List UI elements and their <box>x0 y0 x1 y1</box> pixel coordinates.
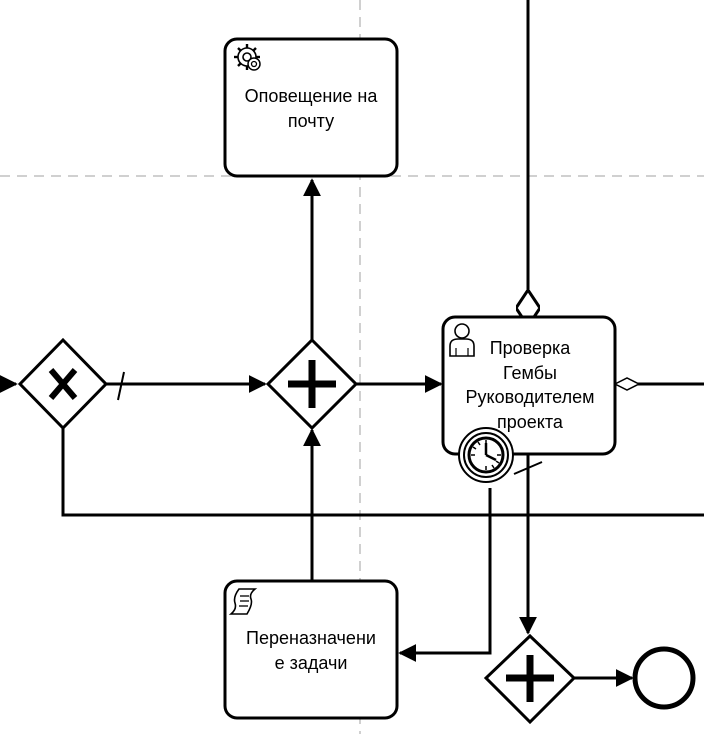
script-icon <box>228 588 258 615</box>
default-flow-slash <box>117 371 125 401</box>
plus-icon <box>288 360 336 408</box>
x-icon <box>48 368 78 400</box>
gateway-parallel-join[interactable] <box>483 633 577 725</box>
gateway-exclusive[interactable] <box>17 337 109 431</box>
conditional-diamond-marker <box>613 377 641 391</box>
task-notify-box[interactable] <box>223 37 399 178</box>
task-review-label-line4: проекта <box>497 412 564 432</box>
sequence-flows <box>0 0 704 687</box>
task-reassign-box[interactable] <box>223 579 399 720</box>
task-review[interactable]: Проверка Гембы Руководителем проекта <box>441 315 617 456</box>
task-review-label-line3: Руководителем <box>466 387 595 407</box>
flow-timer-to-reassign[interactable] <box>398 488 492 662</box>
task-notify-label-line1: Оповещение на <box>245 86 379 106</box>
task-review-label-line2: Гембы <box>503 363 557 383</box>
task-review-box[interactable] <box>441 315 617 456</box>
task-notify[interactable]: Оповещение на почту <box>223 37 399 178</box>
user-icon <box>449 323 475 357</box>
plus-icon <box>506 655 554 702</box>
task-review-label-line1: Проверка <box>490 338 572 358</box>
clock-icon <box>467 436 505 474</box>
gateway-parallel-split[interactable] <box>265 337 359 431</box>
gear-icon <box>234 44 261 71</box>
end-event-circle[interactable] <box>632 646 696 710</box>
default-flow-slash-2 <box>513 461 543 475</box>
task-reassign-label-line1: Переназначени <box>246 628 376 648</box>
task-notify-label-line2: почту <box>288 111 334 131</box>
end-event[interactable] <box>632 646 696 710</box>
timer-boundary-event[interactable] <box>458 427 514 483</box>
task-reassign-label-line2: е задачи <box>275 653 348 673</box>
task-reassign[interactable]: Переназначени е задачи <box>223 579 399 720</box>
